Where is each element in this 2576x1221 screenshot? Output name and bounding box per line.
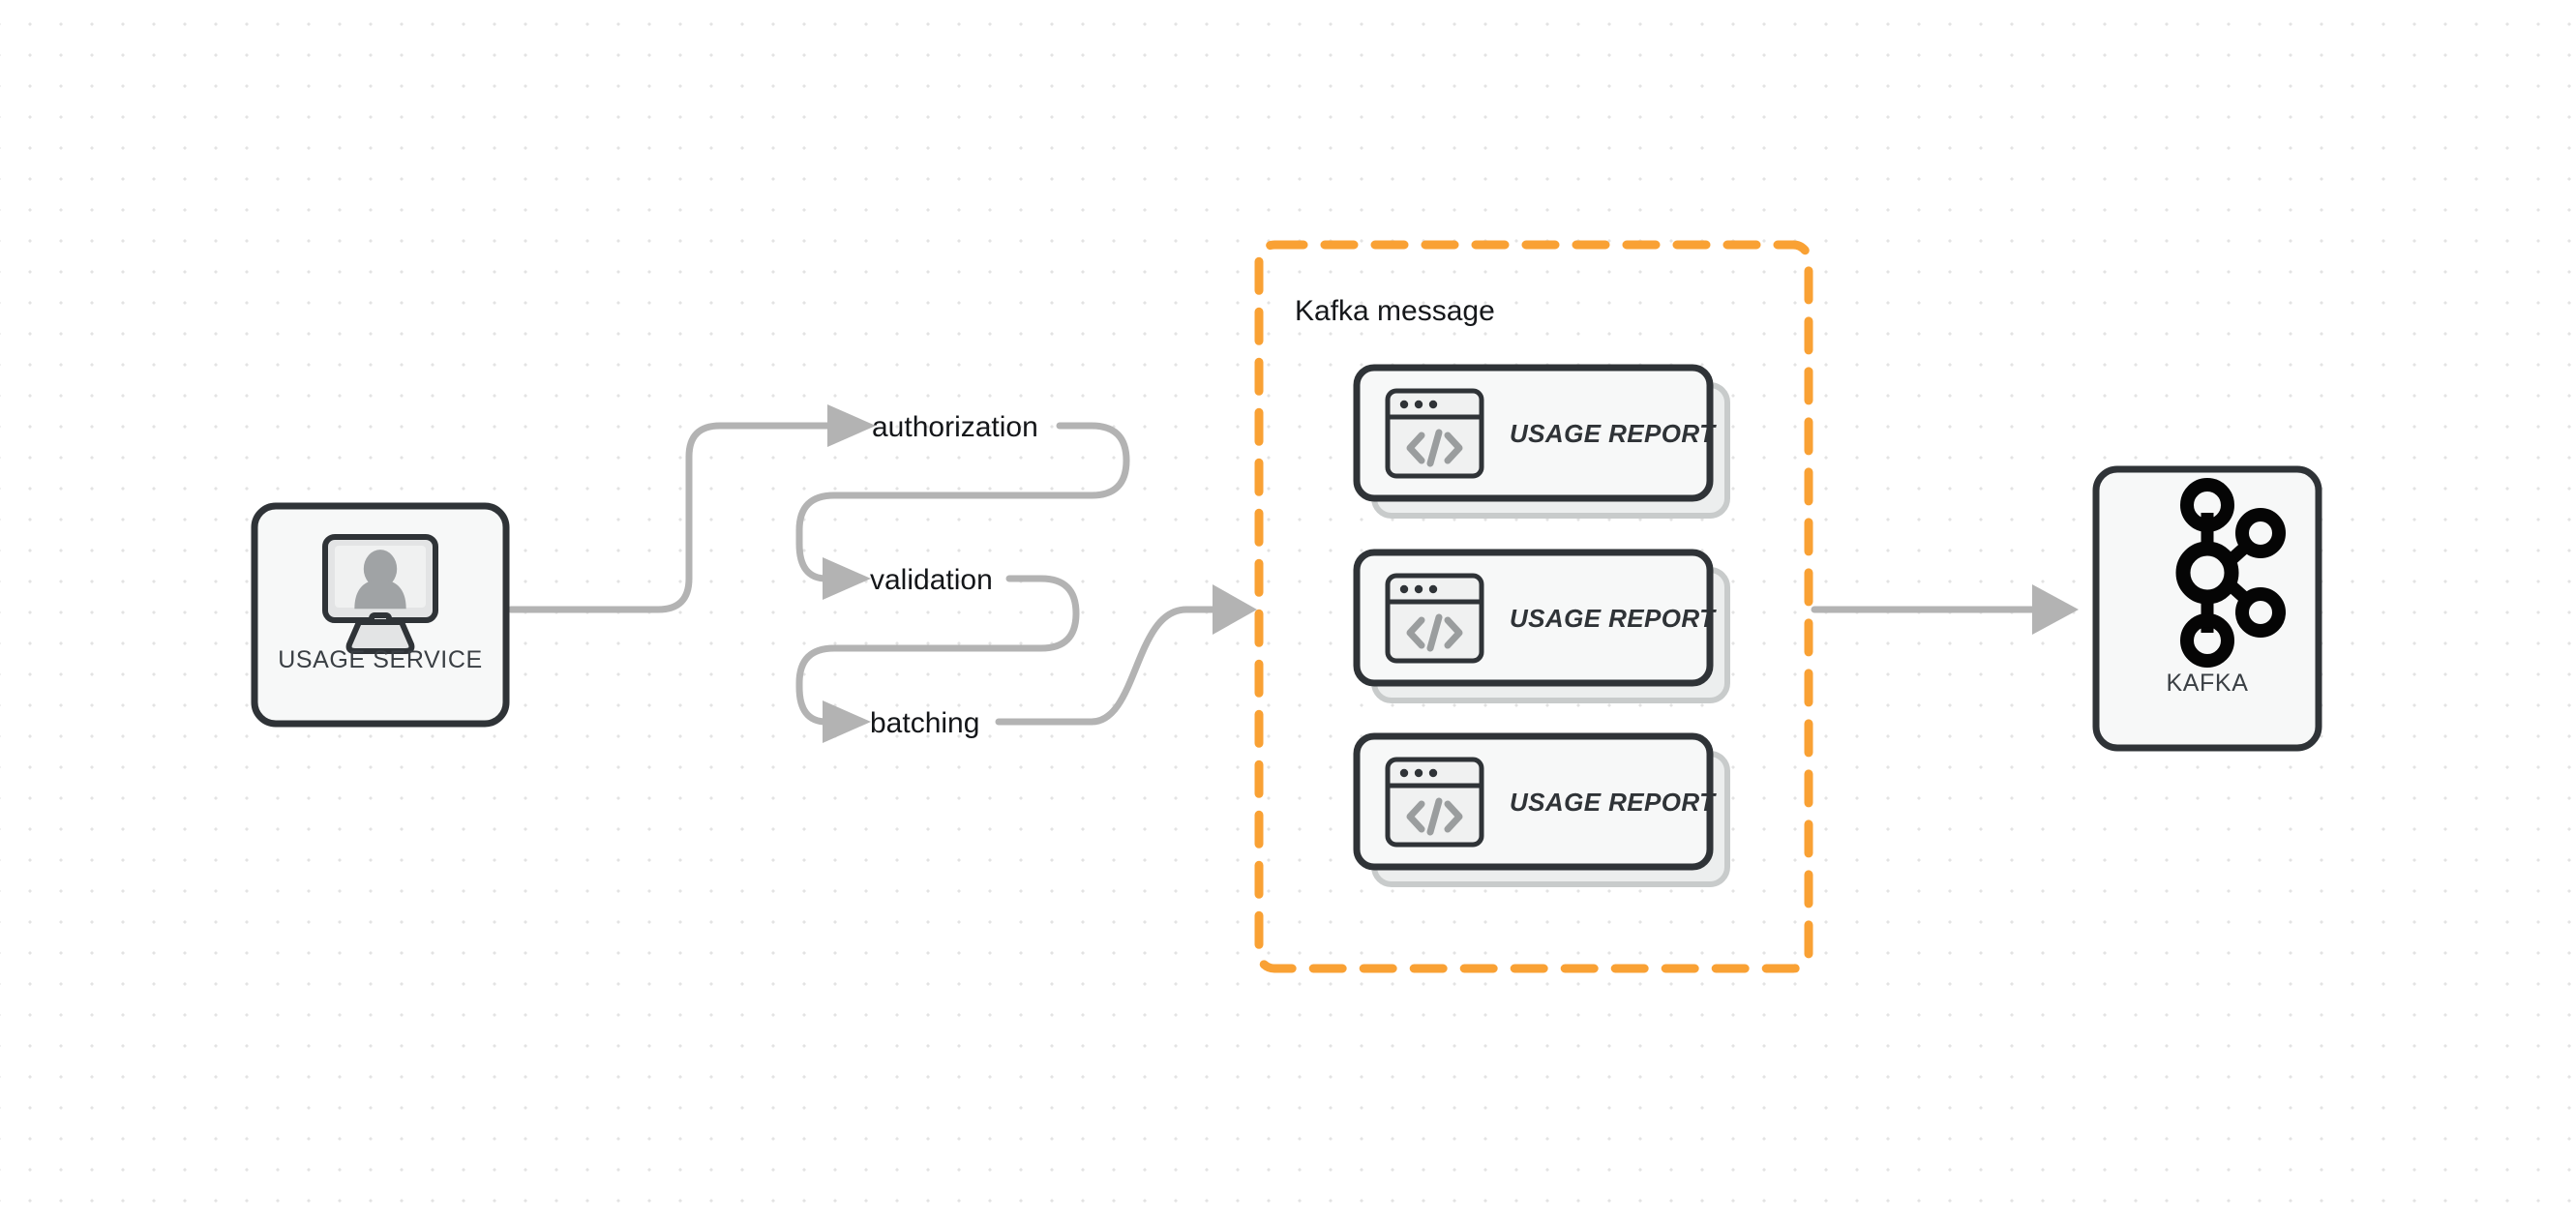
kafka-message-group-title: Kafka message	[1295, 295, 1495, 327]
monitor-user-icon	[322, 534, 438, 654]
card-usage-report-2-label: USAGE REPORT	[1510, 604, 1717, 633]
step-label-validation: validation	[870, 564, 993, 596]
connector-service-to-authorization	[507, 404, 876, 613]
code-window-icon	[1388, 391, 1482, 476]
connector-kafka-message-to-kafka	[1811, 584, 2079, 635]
usage-service-label: USAGE SERVICE	[278, 646, 483, 673]
card-usage-report-3[interactable]: USAGE REPORT	[1353, 732, 1730, 887]
card-usage-report-1[interactable]: USAGE REPORT	[1353, 364, 1730, 519]
card-usage-report-2[interactable]: USAGE REPORT	[1353, 549, 1730, 703]
card-usage-report-3-label: USAGE REPORT	[1510, 788, 1717, 817]
card-usage-report-1-label: USAGE REPORT	[1510, 419, 1717, 448]
step-label-batching: batching	[870, 707, 979, 739]
kafka-label: KAFKA	[2167, 670, 2249, 697]
connector-batching-to-kafka-message	[995, 584, 1257, 726]
node-kafka[interactable]: KAFKA	[2092, 465, 2322, 752]
node-usage-service[interactable]: USAGE SERVICE	[251, 502, 510, 728]
connector-validation-to-batching	[795, 575, 1080, 743]
code-window-icon	[1388, 759, 1482, 845]
step-label-authorization: authorization	[872, 411, 1038, 443]
kafka-message-group: Kafka message USAGE REPORT USAGE REPORT	[1254, 240, 1813, 973]
code-window-icon	[1388, 576, 1482, 661]
connector-authorization-to-validation	[795, 422, 1130, 600]
